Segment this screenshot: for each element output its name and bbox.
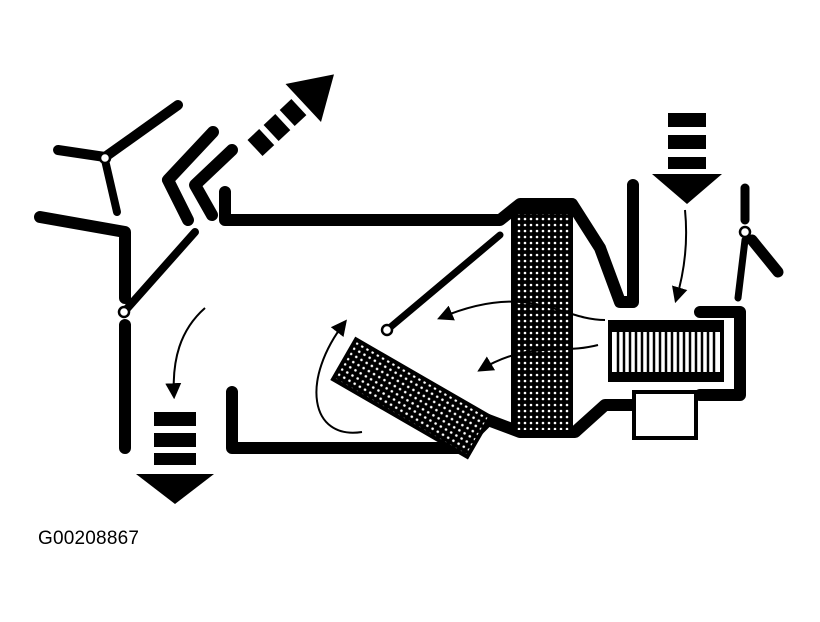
- evaporator-core-icon: [511, 210, 573, 434]
- airflow-arrow-icon: [165, 307, 206, 400]
- airflow-arrow-icon: [247, 74, 334, 157]
- mode-door-upper-arm: [101, 156, 121, 216]
- blower-wheel-icon: [608, 320, 724, 382]
- flow-arrows: [165, 209, 688, 434]
- recirc-door-flap: [746, 234, 784, 278]
- duct-housing: [34, 126, 746, 454]
- airflow-arrow-icon: [315, 319, 363, 434]
- airflow-arrow-icon: [136, 412, 214, 504]
- damper-pivots: [98, 151, 752, 337]
- damper-pivot-icon: [98, 151, 112, 165]
- airflow-arrow-icon: [437, 300, 606, 321]
- damper-pivot-icon: [738, 225, 752, 239]
- airflow-arrow-icon: [652, 113, 722, 204]
- blower-housing-wall: [694, 306, 746, 401]
- figure-id-label: G00208867: [38, 528, 140, 549]
- mode-door-lower: [120, 228, 199, 316]
- mode-door-upper: [100, 100, 183, 162]
- airflow-arrow-icon: [477, 344, 599, 372]
- left-outlet-wall: [34, 211, 131, 304]
- recirc-door-lower: [734, 236, 749, 302]
- defrost-duct-outer: [162, 126, 219, 226]
- duct-top-wall: [219, 179, 639, 308]
- airflow-arrow-icon: [672, 209, 688, 304]
- damper-pivot-icon: [380, 323, 394, 337]
- defrost-duct-inner: [189, 144, 238, 221]
- blower-motor-icon: [632, 390, 698, 440]
- heater-core-icon: [330, 336, 493, 460]
- dampers: [53, 100, 784, 334]
- mode-door-upper-stub: [53, 145, 110, 162]
- damper-pivot-icon: [117, 305, 131, 319]
- duct-bottom-wall: [226, 386, 639, 454]
- blend-door: [383, 231, 504, 334]
